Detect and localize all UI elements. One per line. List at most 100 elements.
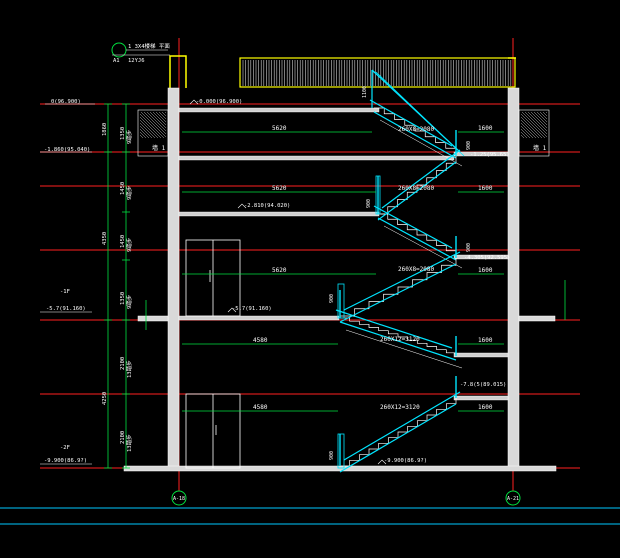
stair-flights <box>335 69 465 473</box>
width-label: 1600 <box>478 337 493 344</box>
doors <box>185 239 241 469</box>
left-wall <box>167 87 180 471</box>
elev-markers <box>189 99 387 465</box>
floor-marker: -2F <box>60 445 70 451</box>
dim-label: 1450 <box>120 235 126 248</box>
stair-flight <box>339 391 461 473</box>
floor-slab <box>178 155 455 161</box>
inline-elevations: -0.000(96.900) -2.810(94.020) -5.7(91.16… <box>196 99 427 464</box>
rise-label: 900 <box>329 294 335 303</box>
roof-railing <box>242 60 512 86</box>
width-label: 1600 <box>478 404 493 411</box>
floor-slab <box>178 315 340 321</box>
dim-label: 1860 <box>102 123 108 136</box>
callout-number: A1 <box>113 58 120 64</box>
landing-slab <box>453 395 509 401</box>
stair-flight <box>335 309 463 369</box>
ground-slab <box>123 465 557 472</box>
axis-bubble-left <box>171 490 187 506</box>
floor-marker: -1F <box>60 289 70 295</box>
rise-labels: 1100 900 900 900 900 900 <box>329 86 472 460</box>
floor-slabs <box>178 107 509 401</box>
span-labels: 5620 5620 5620 4580 4580 1600 1600 1600 … <box>253 125 493 411</box>
width-label: 1600 <box>478 267 493 274</box>
run-label: 260X8=2080 <box>398 185 435 192</box>
span-label: 4580 <box>253 337 268 344</box>
dim-label: 1350 <box>120 127 126 140</box>
elev-label: -0.000(96.900) <box>196 99 242 105</box>
landing-slab <box>453 254 509 260</box>
baselines <box>0 507 620 525</box>
wall-label-right: 墙 1 <box>533 144 547 152</box>
dim-label: 4250 <box>102 392 108 405</box>
rise-label: 900 <box>329 451 335 460</box>
soil-box-left <box>137 109 169 157</box>
step-count: 13踏步 <box>125 434 133 452</box>
wall-label-left: 墙 1 <box>152 144 166 152</box>
axis-label-left: A-18 <box>173 496 185 502</box>
axis-lines <box>178 38 514 492</box>
rise-label: 900 <box>466 141 472 150</box>
axis-label-right: A-21 <box>507 496 519 502</box>
step-count: 9踏步 <box>125 237 133 252</box>
run-label: 260X12=3120 <box>380 336 420 343</box>
span-label: 5620 <box>272 125 287 132</box>
run-label: 260X12=3120 <box>380 404 420 411</box>
right-ext-slab <box>518 315 556 322</box>
right-wall <box>507 87 520 471</box>
callout-ref-top: 1 3X4楼梯 平面 <box>128 42 170 50</box>
stair-flight <box>377 149 461 221</box>
detail-callout: A1 1 3X4楼梯 平面 12YJ6 <box>111 42 170 64</box>
axis-bubbles: A-18 A-21 <box>171 490 521 506</box>
dim-label: 1350 <box>120 292 126 305</box>
stair-run-labels: 260X8=2080 260X8=2080 260X8=2080 260X12=… <box>380 126 435 411</box>
span-label: 4580 <box>253 404 268 411</box>
span-label: 5620 <box>272 267 287 274</box>
elev-label: -2.810(94.020) <box>244 203 290 209</box>
left-dim-labels: 1860 4350 4250 1350 1450 1450 1350 2100 … <box>102 123 133 452</box>
elev-label: -5.7(91.160) <box>232 306 272 312</box>
callout-ref-bottom: 12YJ6 <box>128 58 145 64</box>
rise-label: 900 <box>366 199 372 208</box>
roof-railing-frame <box>239 57 516 88</box>
span-dimensions <box>182 131 504 412</box>
elev-label: -1.860(95.040) <box>44 147 90 153</box>
elev-label: -5.7(91.160) <box>46 306 86 312</box>
axis-bubble-right <box>505 490 521 506</box>
dim-label: 2100 <box>120 431 126 444</box>
soil-box-right <box>518 109 550 157</box>
left-elev-ticks <box>40 103 95 465</box>
step-count: 9踏步 <box>125 129 133 144</box>
stair-flight <box>373 205 463 269</box>
step-count: 9踏步 <box>125 185 133 200</box>
elev-label: -9.900(86.9?) <box>44 458 87 464</box>
floor-slab <box>178 211 380 217</box>
elev-label: -9.900(86.9?) <box>384 458 427 464</box>
floor-slab <box>178 107 380 113</box>
elev-label: -1.25(95.65) <box>470 152 510 158</box>
right-elevations: -1.25(95.65) -4.305(92.595) -7.8(5(89.01… <box>460 152 510 388</box>
elev-label: 0(96.900) <box>51 99 81 105</box>
step-count: 13踏步 <box>125 360 133 378</box>
soil-boxes: 墙 1 墙 1 <box>137 109 550 157</box>
width-label: 1600 <box>478 125 493 132</box>
elev-label: -7.8(5(89.015) <box>460 382 506 388</box>
landing-slab <box>453 352 509 358</box>
roof <box>169 55 516 88</box>
width-label: 1600 <box>478 185 493 192</box>
run-label: 260X8=2080 <box>398 266 435 273</box>
rise-label: 1100 <box>362 86 368 98</box>
step-count: 9踏步 <box>125 294 133 309</box>
dim-label: 2100 <box>120 357 126 370</box>
parapet-left <box>169 55 187 88</box>
left-ext-slab <box>137 315 169 322</box>
run-label: 260X8=2080 <box>398 126 435 133</box>
dim-label: 4350 <box>102 232 108 245</box>
span-label: 5620 <box>272 185 287 192</box>
stair-flight <box>339 251 461 323</box>
rise-label: 900 <box>466 243 472 252</box>
walls <box>123 87 557 472</box>
left-elevations: 0(96.900) -1.860(95.040) -1F -5.7(91.160… <box>44 99 90 464</box>
dim-label: 1450 <box>120 182 126 195</box>
